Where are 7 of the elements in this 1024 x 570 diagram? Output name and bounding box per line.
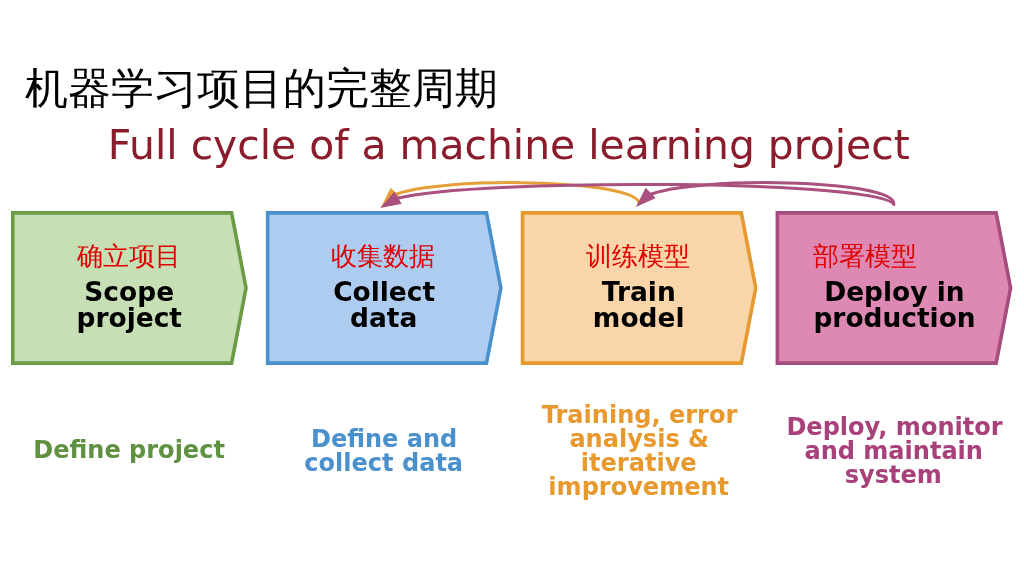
node-label: Training, error analysis & iterative improvement bbox=[541, 401, 738, 502]
node-label: Define and collect data bbox=[304, 425, 464, 478]
diagram-title: 机器学习项目的完整周期 bbox=[24, 63, 498, 114]
arrow bbox=[635, 181, 896, 207]
node-label: Define project bbox=[33, 436, 225, 465]
label: Full cycle of a machine learning project bbox=[107, 121, 910, 170]
node-label: Deploy, monitor and maintain system bbox=[786, 413, 1003, 490]
